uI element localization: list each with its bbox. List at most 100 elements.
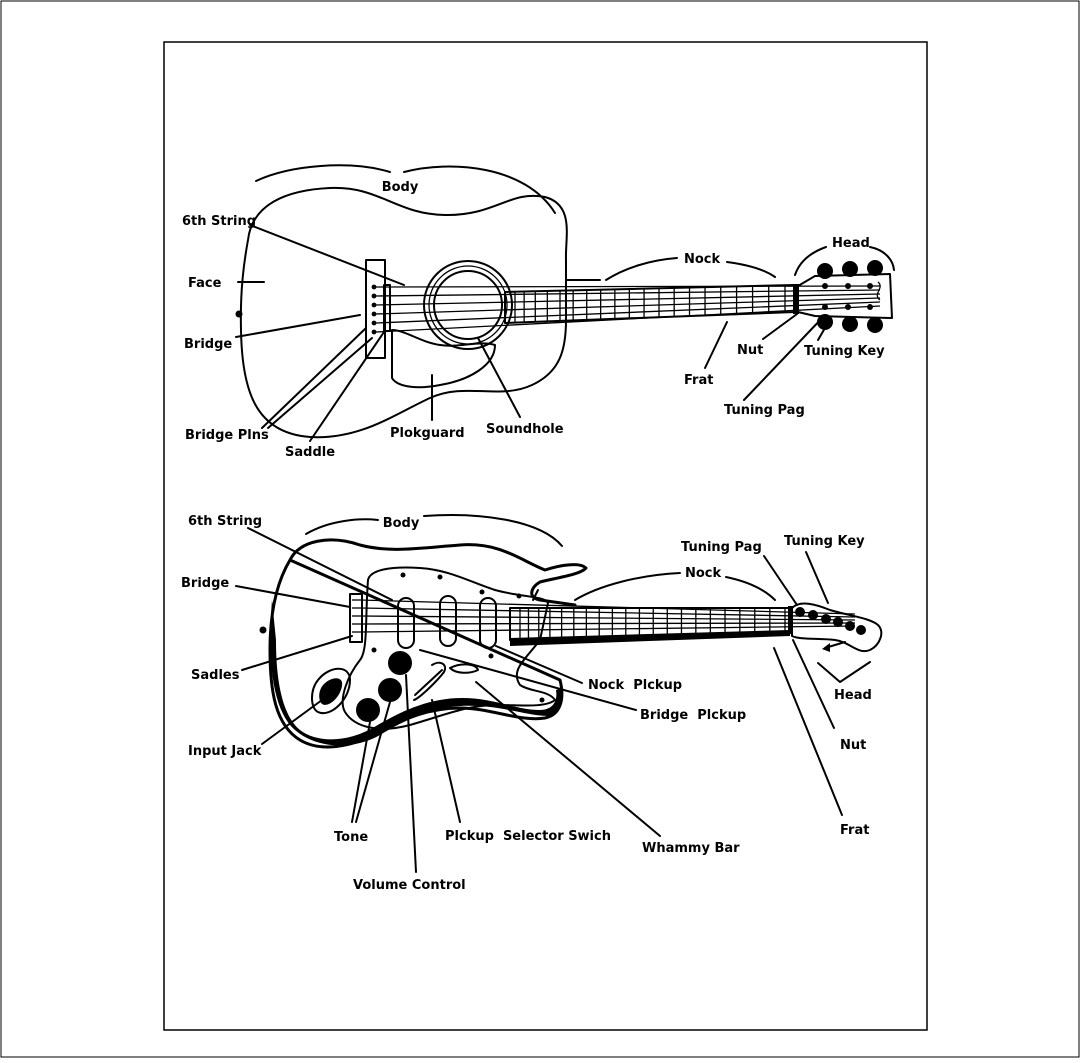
el-label-neck: Nock	[685, 566, 722, 581]
electric-end-pin	[259, 626, 267, 634]
el-label-tuning-peg: Tuning Pag	[681, 540, 762, 555]
el-label-saddles: Sadles	[191, 668, 240, 683]
leader-nut	[762, 313, 798, 340]
el-leader-bridge-pickup	[419, 649, 637, 711]
electric-tuning-keys	[795, 607, 866, 635]
tone-knob-1	[378, 678, 402, 702]
head-bracket-left	[794, 246, 827, 276]
leader-bridge-pins-2	[267, 337, 373, 429]
leader-6th-string	[249, 224, 405, 286]
el-label-bridge-pickup: Bridge Plckup	[640, 708, 746, 723]
middle-pickup	[439, 595, 457, 647]
soundhole	[433, 270, 503, 340]
el-leader-tone-1	[351, 721, 371, 823]
head-bracket-right	[869, 246, 895, 271]
neck-bracket-left	[605, 257, 678, 281]
leader-saddle	[309, 331, 385, 442]
soundhole-outer-ring	[423, 260, 513, 350]
el-leader-input-jack	[261, 699, 323, 745]
acoustic-nut	[793, 284, 799, 314]
headstock-arrow-head	[822, 643, 830, 652]
body-bracket-right	[403, 165, 556, 214]
el-leader-tone-2	[355, 701, 391, 823]
acoustic-tuning-keys	[817, 260, 883, 333]
label-nut: Nut	[737, 343, 763, 358]
pickguard-screws	[371, 572, 545, 703]
el-body-bracket-right	[423, 514, 563, 547]
label-fret: Frat	[684, 373, 713, 388]
label-head: Head	[832, 236, 870, 251]
el-leader-bridge	[235, 585, 351, 608]
el-leader-saddles	[241, 635, 353, 671]
electric-bridge	[349, 593, 363, 643]
acoustic-body-outline	[239, 186, 568, 439]
electric-strings	[359, 599, 856, 633]
leader-bridge	[235, 314, 361, 338]
leader-fret	[704, 321, 728, 369]
el-leader-selector	[431, 699, 461, 823]
el-label-pickup-selector: Plckup Selector Swich	[445, 829, 611, 844]
headstock-logo	[876, 281, 881, 301]
electric-nut	[788, 606, 793, 634]
electric-pickguard	[341, 566, 556, 730]
acoustic-strings	[375, 285, 881, 333]
input-jack	[319, 678, 343, 705]
soundhole-mid-ring	[428, 265, 508, 345]
el-body-bracket-left	[305, 518, 379, 535]
saddle-strip	[383, 284, 391, 332]
neck-bracket-right	[726, 261, 776, 278]
bridge-pickup	[397, 597, 415, 649]
electric-neck-shadow	[510, 630, 790, 646]
electric-headstock	[791, 602, 883, 653]
bridge-pins	[371, 284, 377, 335]
page-frame	[163, 41, 928, 1031]
pickup-selector-switch	[414, 669, 443, 696]
body-bracket-left	[255, 164, 391, 182]
leader-tuning-peg	[743, 314, 826, 401]
electric-body-shadow	[270, 600, 563, 746]
el-head-bracket	[817, 661, 871, 683]
el-leader-neck-pickup	[495, 645, 583, 684]
label-pickguard: Plokguard	[390, 426, 465, 441]
label-bridge-pins: Bridge Plns	[185, 428, 269, 443]
el-label-bridge: Bridge	[181, 576, 229, 591]
el-label-body: Body	[383, 516, 420, 531]
el-leader-tuning-peg	[763, 555, 798, 606]
el-label-nut: Nut	[840, 738, 866, 753]
acoustic-headstock	[797, 273, 893, 319]
el-leader-6th-string	[247, 527, 393, 601]
electric-guitar: Body 6th String Bridge Sadles Input Jack…	[181, 514, 883, 893]
label-6th-string: 6th String	[182, 214, 256, 229]
label-body: Body	[382, 180, 419, 195]
el-label-6th-string: 6th String	[188, 514, 262, 529]
el-label-whammy-bar: Whammy Bar	[642, 841, 740, 856]
el-leader-volume	[405, 674, 417, 873]
el-leader-fret	[773, 647, 843, 816]
label-tuning-key: Tuning Key	[804, 344, 885, 359]
pickup-selector-slot	[413, 661, 446, 701]
leader-soundhole	[477, 337, 521, 418]
whammy-bar	[449, 663, 479, 674]
leader-bridge-pins-1	[261, 327, 367, 429]
neck-pickup	[479, 597, 497, 649]
label-face: Face	[188, 276, 222, 291]
el-label-head: Head	[834, 688, 872, 703]
volume-knob	[388, 651, 412, 675]
leader-tuning-key	[817, 327, 826, 341]
label-neck: Nock	[684, 252, 721, 267]
electric-saddles	[352, 599, 360, 633]
el-label-tone: Tone	[334, 830, 368, 845]
el-label-fret: Frat	[840, 823, 869, 838]
label-saddle: Saddle	[285, 445, 335, 460]
pickguard	[391, 329, 496, 389]
el-leader-nut	[792, 639, 835, 729]
el-leader-tuning-key	[805, 551, 829, 604]
label-bridge: Bridge	[184, 337, 232, 352]
string-tree	[532, 589, 539, 601]
el-neck-bracket-left	[574, 572, 681, 601]
el-leader-whammy-bar	[475, 681, 661, 837]
el-neck-bracket-right	[725, 576, 776, 601]
tone-knob-2	[356, 698, 380, 722]
